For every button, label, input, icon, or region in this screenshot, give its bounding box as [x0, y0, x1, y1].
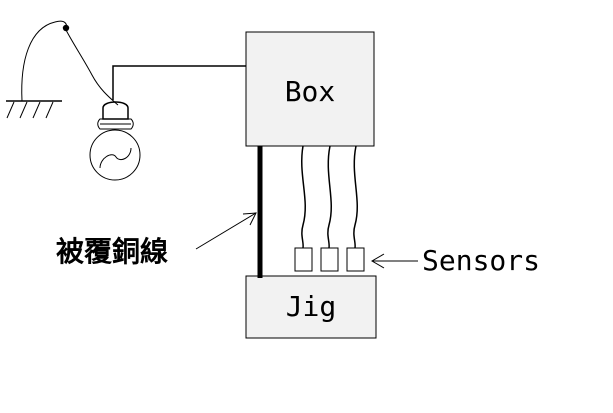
wire-callout: 被覆銅線	[56, 212, 257, 268]
sensor-wire-1	[301, 145, 306, 249]
sensors-arrow-head	[371, 253, 385, 269]
wire-arrow-line	[195, 212, 257, 250]
sensors-group	[294, 247, 365, 272]
sensors-label: Sensors	[422, 244, 540, 277]
sensor-wire-3	[353, 145, 358, 249]
ground-symbol-icon	[6, 100, 62, 119]
box-rect	[245, 31, 375, 147]
sensors-callout: Sensors	[371, 244, 540, 277]
jig-label: Jig	[286, 290, 337, 323]
wire-junction-dot	[62, 24, 70, 32]
box-component: Box	[245, 31, 375, 147]
sensor-3	[346, 247, 365, 272]
box-label: Box	[285, 75, 336, 108]
sensor-wire-2	[327, 145, 332, 249]
sensor-1	[294, 247, 313, 272]
bulb-icon	[89, 101, 141, 181]
ground-loop-wire	[21, 20, 119, 106]
box-to-bulb-wire	[112, 65, 246, 100]
wire-label: 被覆銅線	[56, 235, 168, 268]
jig-component: Jig	[245, 275, 377, 339]
sensor-2	[320, 247, 339, 272]
jig-rect	[245, 275, 377, 339]
wire-arrow-head	[242, 212, 257, 226]
